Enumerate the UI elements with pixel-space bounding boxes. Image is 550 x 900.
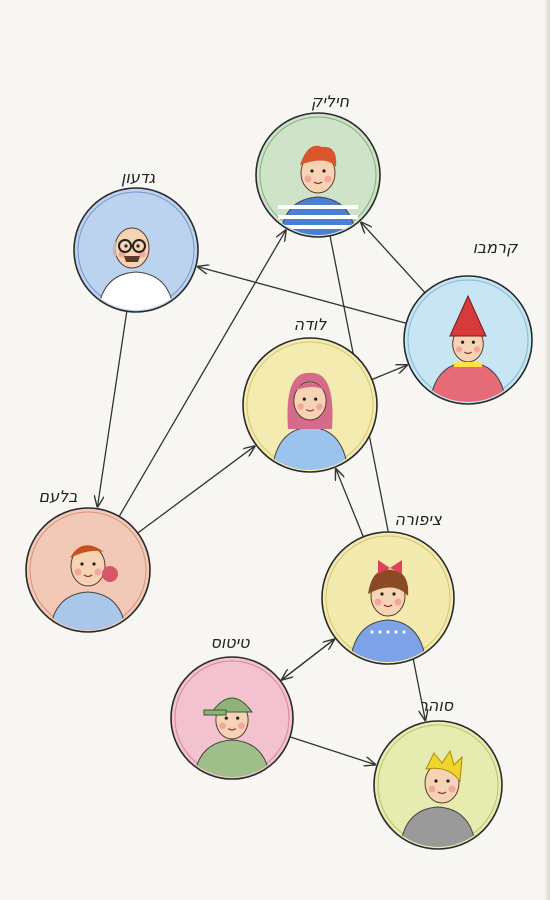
node-label-sohar: סוהר [419, 696, 454, 715]
arrow-tzipora-to-luda [336, 469, 364, 538]
arrow-luda-to-karmabo [371, 365, 407, 381]
node-label-bilaam: בלעם [39, 487, 78, 506]
portrait-old-man-glasses [97, 227, 175, 310]
arrow-karmabo-to-gidon [198, 267, 407, 324]
node-label-gidon: גדעון [121, 168, 155, 187]
portrait-girl-with-bow [349, 560, 427, 662]
arrow-karmabo-to-hilik [361, 222, 426, 294]
node-label-karmabo: קרמבו [473, 238, 519, 257]
node-bilaam: בלעם [25, 487, 151, 633]
node-sohar: סוהר [373, 696, 503, 850]
portrait-gnome-red-hat [429, 294, 507, 402]
node-titus: טיטוס [170, 633, 294, 780]
node-luda: לודה [242, 315, 378, 473]
node-label-hilik: חיליק [311, 92, 350, 111]
node-tzipora: ציפורה [321, 510, 455, 665]
arrow-bilaam-to-hilik [118, 230, 286, 517]
arrow-titus-to-sohar [289, 736, 375, 765]
portrait-boy-yellow-hair [399, 749, 477, 847]
portrait-girl-long-hair [271, 372, 349, 470]
arrow-bilaam-to-luda [137, 446, 255, 534]
node-label-titus: טיטוס [210, 633, 250, 652]
portrait-boy-striped-shirt [278, 145, 358, 235]
edges-layer [98, 222, 426, 764]
node-label-tzipora: ציפורה [395, 510, 442, 529]
node-label-luda: לודה [294, 315, 328, 334]
node-karmabo: קרמבו [403, 238, 533, 405]
page-edge-shadow [544, 0, 550, 900]
portrait-boy-green-cap [193, 697, 271, 777]
arrow-gidon-to-bilaam [98, 311, 128, 506]
node-hilik: חיליק [255, 92, 381, 238]
portrait-boy-eating [49, 545, 127, 630]
nodes-layer: חיליק גדעון קרמבו לודה בלעם ציפורה טיטוס סוהר [25, 92, 533, 850]
arrow-titus-to-tzipora [280, 640, 334, 682]
node-gidon: גדעון [73, 168, 199, 313]
